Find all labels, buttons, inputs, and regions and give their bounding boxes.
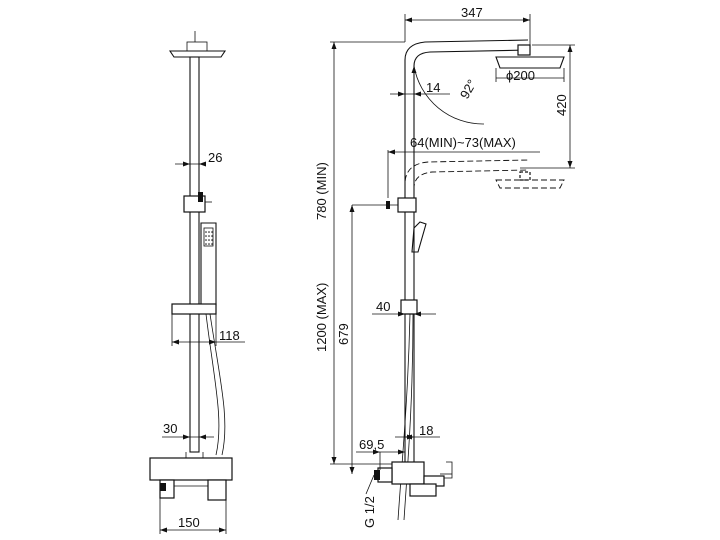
lower-pipe-width-label: 30 [163,421,177,436]
thread-label: G 1/2 [362,496,377,528]
front-hand-shower [200,222,217,306]
dim-pipe-depth: 40 [372,299,436,317]
dim-pipe-width: 18 [395,423,440,440]
max-height-label: 1200 (MAX) [314,283,329,352]
side-hand-shower [411,221,427,253]
mixer-width-label: 150 [178,515,200,530]
side-arm-alt [413,169,529,208]
front-mixer [149,452,233,501]
side-riser-arm [404,39,529,300]
dim-outlet-spacing: 64(MIN)~73(MAX) [387,135,540,198]
arm-offset-label: 14 [426,80,440,95]
front-hand-holder [171,303,217,315]
pipe-width-label: 18 [419,423,433,438]
dim-mixer-width: 150 [159,498,227,534]
front-view: 26 118 30 150 [149,31,245,534]
dim-angle: 92° [411,65,485,125]
head-diameter-label: ϕ200 [506,68,535,83]
valve-offset-label: 69,5 [359,437,384,452]
dim-lower-pipe: 30 [162,421,214,440]
dim-head-diameter: ϕ200 [495,68,565,83]
dim-valve-offset: 69,5 [356,437,405,470]
front-head-connector [186,41,208,52]
dim-front-rail: 26 [175,150,222,167]
pipe-depth-label: 40 [376,299,390,314]
height-adjust-label: 420 [554,94,569,116]
side-hose [397,313,414,521]
front-rail-width-label: 26 [208,150,222,165]
front-shower-head [168,50,227,58]
side-shower-head-alt [495,179,565,189]
side-head-connector [517,44,531,56]
side-hand-holder [400,299,418,315]
angle-label: 92° [457,77,480,102]
dim-valve-to-hand: 679 [336,204,380,474]
front-hose [205,313,226,456]
holder-width-label: 118 [219,328,240,343]
valve-to-hand-label: 679 [336,323,351,345]
side-diverter [397,197,417,213]
outlet-spacing-label: 64(MIN)~73(MAX) [410,135,516,150]
dim-height-adjust: 420 [520,44,575,169]
dim-min-height: 780 (MIN) 1200 (MAX) [314,41,405,465]
side-view: 347 ϕ200 92° 14 420 [314,5,575,528]
dim-thread: G 1/2 [362,474,377,528]
arm-length-label: 347 [461,5,483,20]
dim-holder: 118 [171,314,245,346]
front-riser-rail [189,56,200,453]
dim-arm-offset: 14 [390,80,450,97]
min-height-label: 780 (MIN) [314,162,329,220]
dim-arm-length: 347 [404,5,531,45]
side-shower-head [495,56,565,69]
side-mixer [374,461,453,497]
